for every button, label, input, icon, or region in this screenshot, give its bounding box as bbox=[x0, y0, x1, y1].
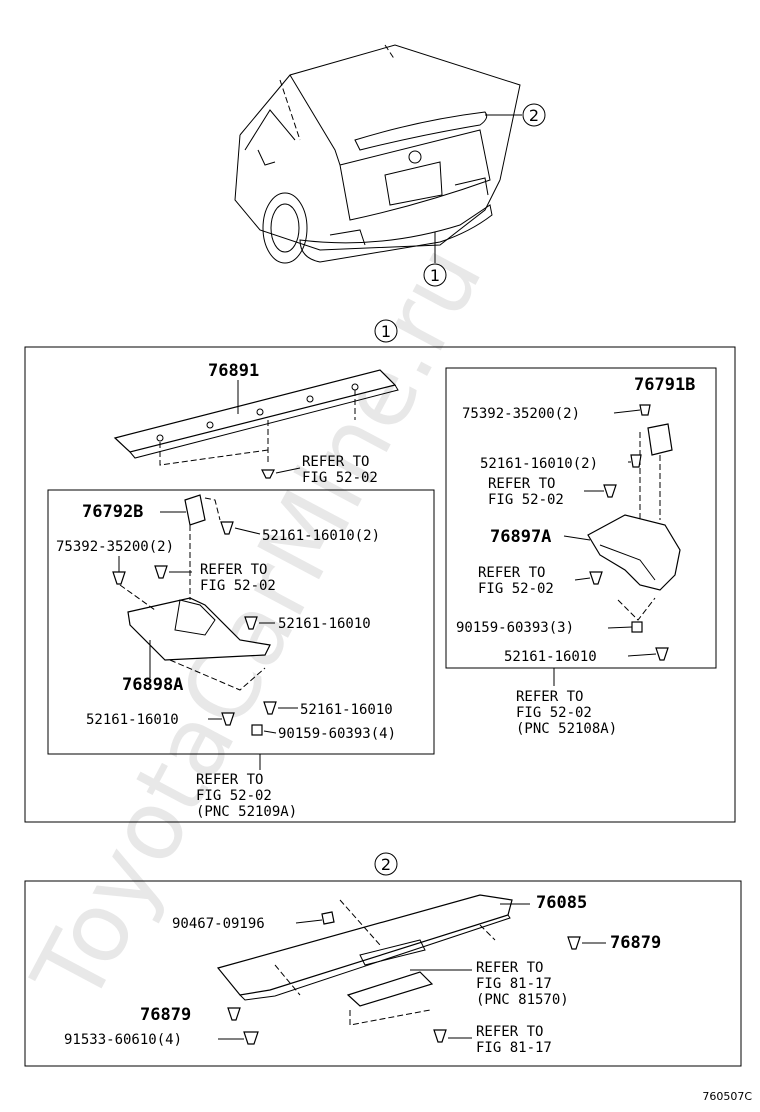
label-76898a: 76898A bbox=[122, 675, 183, 695]
ref-mid-line2: FIG 52-02 bbox=[200, 578, 276, 594]
label-91533-60610: 91533-60610(4) bbox=[64, 1032, 182, 1048]
label-76891: 76891 bbox=[208, 361, 259, 381]
part-76085-spoiler bbox=[216, 894, 606, 1045]
ref-r3-line3: (PNC 52108A) bbox=[516, 721, 617, 737]
ref-top-line2: FIG 52-02 bbox=[302, 470, 378, 486]
ref-b-line2: FIG 81-17 bbox=[476, 1040, 552, 1056]
label-76879-right: 76879 bbox=[610, 933, 661, 953]
ref-r2-line2: FIG 52-02 bbox=[478, 581, 554, 597]
part-76891-trim bbox=[113, 369, 399, 479]
subassembly-left-frame bbox=[47, 489, 435, 755]
ref-a-line2: FIG 81-17 bbox=[476, 976, 552, 992]
ref-r3-line2: FIG 52-02 bbox=[516, 705, 592, 721]
label-76792b: 76792B bbox=[82, 502, 143, 522]
section-1-frame bbox=[24, 346, 736, 823]
svg-text:1: 1 bbox=[381, 322, 391, 341]
label-52161-16010-right: 52161-16010 bbox=[504, 649, 597, 665]
callout-1-overview: 1 bbox=[423, 263, 447, 287]
label-52161-16010-c: 52161-16010 bbox=[300, 702, 393, 718]
label-90159-60393-3: 90159-60393(3) bbox=[456, 620, 574, 636]
ref-b-line1: REFER TO bbox=[476, 1024, 543, 1040]
section-1-marker: 1 bbox=[374, 319, 398, 343]
part-76897a-bracket bbox=[553, 404, 681, 686]
subassembly-right-frame bbox=[445, 367, 717, 669]
ref-mid-line1: REFER TO bbox=[200, 562, 267, 578]
ref-bot-line1: REFER TO bbox=[196, 772, 263, 788]
label-75392-35200-right: 75392-35200(2) bbox=[462, 406, 580, 422]
ref-r3-line1: REFER TO bbox=[516, 689, 583, 705]
label-90159-60393-4: 90159-60393(4) bbox=[278, 726, 396, 742]
part-76898a-bracket bbox=[112, 494, 298, 770]
label-75392-35200-left: 75392-35200(2) bbox=[56, 539, 174, 555]
ref-r1-line2: FIG 52-02 bbox=[488, 492, 564, 508]
section-2-frame bbox=[24, 880, 742, 1067]
label-76897a: 76897A bbox=[490, 527, 551, 547]
label-52161-16010-2-left: 52161-16010(2) bbox=[262, 528, 380, 544]
callout-2-overview: 2 bbox=[522, 103, 546, 127]
ref-r1-line1: REFER TO bbox=[488, 476, 555, 492]
section-2-marker: 2 bbox=[374, 852, 398, 876]
label-76085: 76085 bbox=[536, 893, 587, 913]
label-52161-16010-2-right: 52161-16010(2) bbox=[480, 456, 598, 472]
car-rear-illustration bbox=[234, 44, 522, 264]
svg-text:1: 1 bbox=[430, 266, 440, 285]
label-76791b: 76791B bbox=[634, 375, 695, 395]
ref-bot-line3: (PNC 52109A) bbox=[196, 804, 297, 820]
svg-text:2: 2 bbox=[381, 855, 391, 874]
ref-a-line3: (PNC 81570) bbox=[476, 992, 569, 1008]
label-76879-left: 76879 bbox=[140, 1005, 191, 1025]
ref-a-line1: REFER TO bbox=[476, 960, 543, 976]
label-52161-16010-a: 52161-16010 bbox=[278, 616, 371, 632]
label-52161-16010-b: 52161-16010 bbox=[86, 712, 179, 728]
label-90467-09196: 90467-09196 bbox=[172, 916, 265, 932]
svg-text:2: 2 bbox=[529, 106, 539, 125]
ref-top-line1: REFER TO bbox=[302, 454, 369, 470]
figure-code: 760507C bbox=[702, 1090, 752, 1103]
ref-r2-line1: REFER TO bbox=[478, 565, 545, 581]
ref-bot-line2: FIG 52-02 bbox=[196, 788, 272, 804]
